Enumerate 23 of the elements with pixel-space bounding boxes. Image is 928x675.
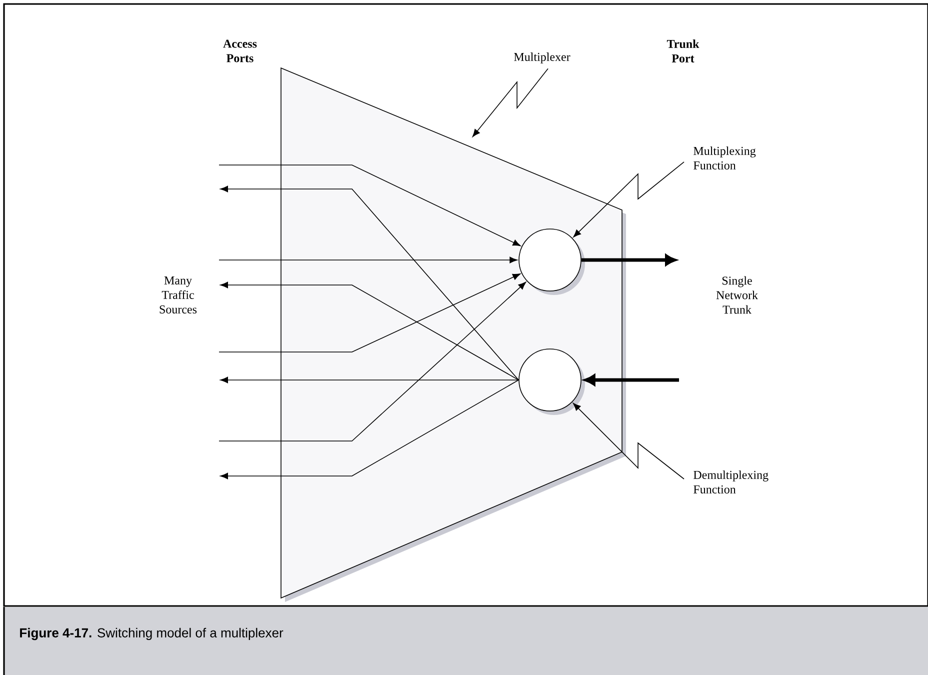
arrow: [218, 256, 518, 264]
label: Single Network Trunk: [716, 276, 758, 314]
function-circle: [518, 348, 585, 415]
label: Trunk Port: [666, 40, 700, 62]
node-label: Multiplexer: [514, 52, 570, 64]
arrow: [218, 282, 526, 442]
leader-line: [472, 68, 548, 137]
arrow: [581, 254, 676, 266]
node-label: Multiplexing Function: [694, 146, 756, 170]
arrow: [218, 274, 520, 352]
leader-line: [573, 162, 684, 238]
arrow: [220, 380, 519, 480]
label: Many Traffic Sources: [160, 276, 197, 314]
function-circle: [518, 228, 585, 295]
leader-line: [572, 402, 684, 480]
arrow: [220, 282, 519, 380]
caption: Figure 4-17. Switching model of a multiplexer: [20, 628, 284, 640]
label: Access Ports: [223, 40, 257, 62]
arrow: [220, 376, 519, 384]
arrow: [218, 164, 521, 246]
arrow: [584, 374, 679, 386]
arrow: [220, 186, 519, 380]
node-label: Demultiplexing Function: [694, 470, 768, 494]
